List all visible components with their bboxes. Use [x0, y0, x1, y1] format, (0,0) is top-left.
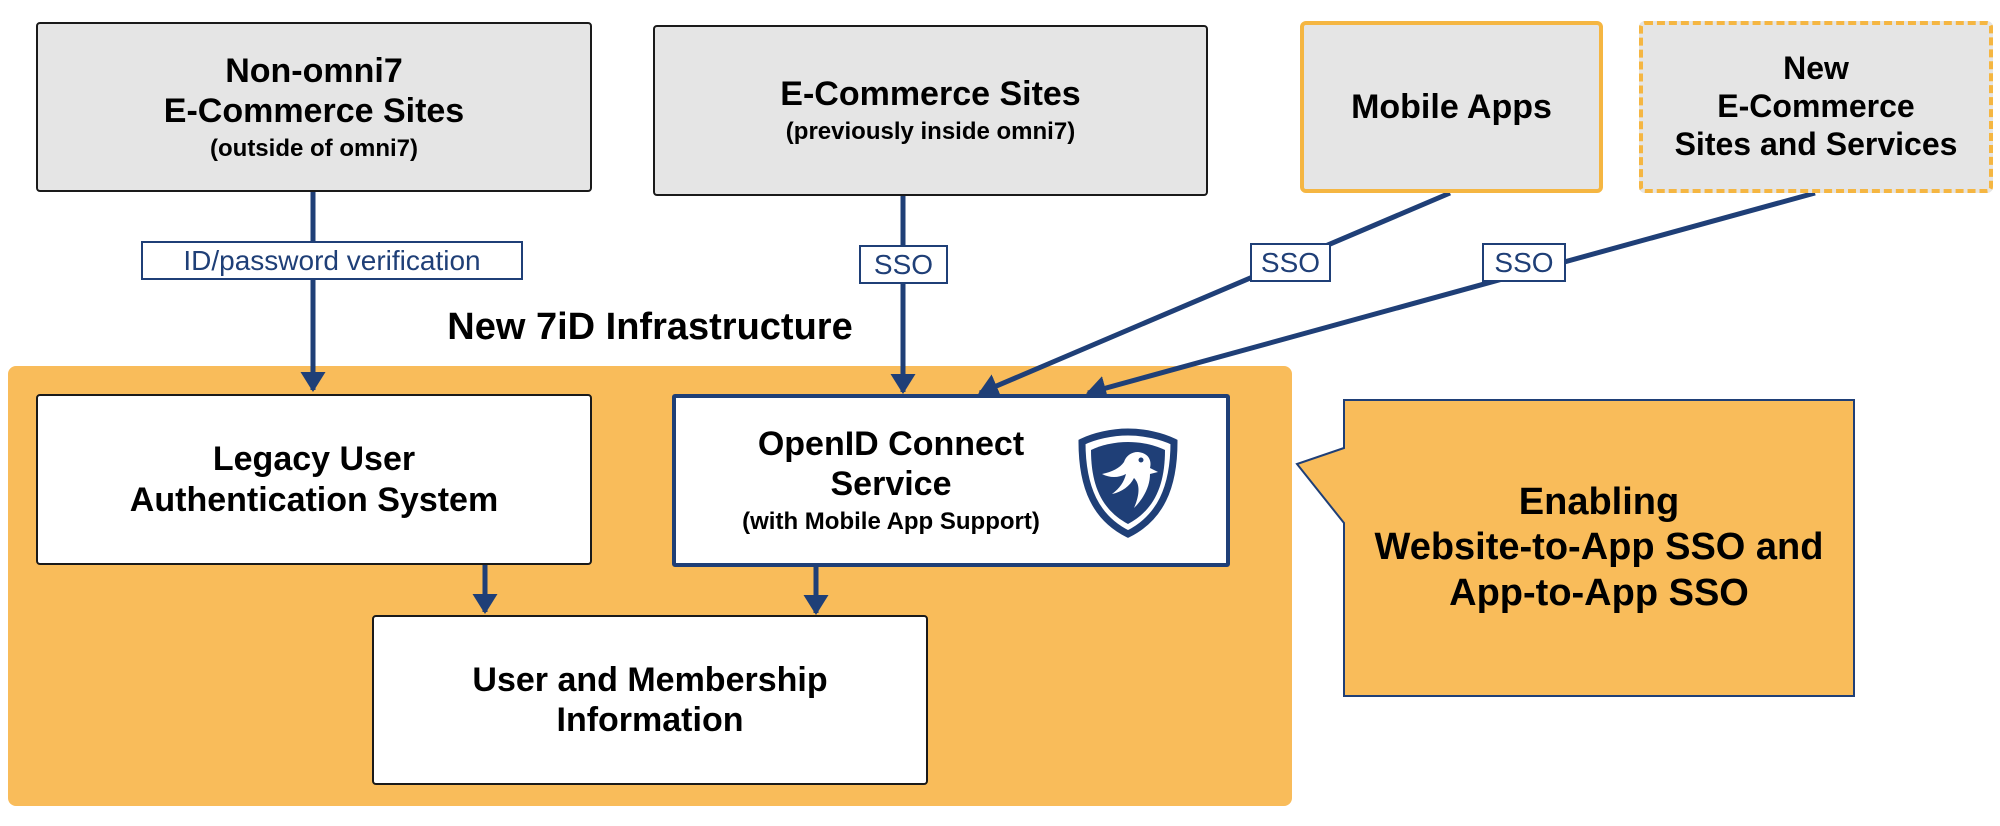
- node-ecommerce-line1: E-Commerce Sites: [780, 75, 1081, 114]
- node-legacy-line2: Authentication System: [129, 480, 499, 519]
- edge-sso-new: [1086, 190, 1816, 401]
- edge-label-id-password: ID/password verification: [141, 241, 523, 280]
- edge-label-sso-mobile: SSO: [1250, 243, 1331, 282]
- node-user-membership: User and Membership Information: [372, 615, 928, 785]
- node-openid-connect: OpenID Connect Service (with Mobile App …: [672, 394, 1230, 567]
- node-openid-text: OpenID Connect Service (with Mobile App …: [676, 398, 1106, 563]
- edge-sso-mobile: [978, 190, 1451, 398]
- edge-label-sso-ecommerce: SSO: [859, 245, 948, 284]
- node-openid-sub: (with Mobile App Support): [742, 508, 1040, 536]
- node-legacy-auth: Legacy User Authentication System: [36, 394, 592, 565]
- node-non-omni7-line1: Non-omni7: [225, 51, 403, 90]
- node-non-omni7-line2: E-Commerce Sites: [163, 91, 465, 130]
- node-openid-line2: Service: [830, 465, 952, 504]
- node-new-sites: New E-Commerce Sites and Services: [1639, 21, 1993, 193]
- callout-text: Enabling Website-to-App SSO and App-to-A…: [1346, 402, 1852, 694]
- node-openid-line1: OpenID Connect: [757, 425, 1025, 464]
- callout-line-1: Enabling: [1518, 480, 1680, 523]
- node-new-sites-line3: Sites and Services: [1674, 125, 1958, 162]
- node-ecommerce-sub: (previously inside omni7): [785, 118, 1076, 146]
- node-membership-line1: User and Membership: [472, 660, 828, 699]
- edge-label-sso-new: SSO: [1482, 243, 1566, 282]
- node-non-omni7-sub: (outside of omni7): [210, 134, 418, 162]
- eagle-shield-icon: [1078, 428, 1178, 538]
- node-non-omni7-sites: Non-omni7 E-Commerce Sites (outside of o…: [36, 22, 592, 192]
- node-new-sites-line1: New: [1783, 50, 1849, 87]
- node-mobile-apps: Mobile Apps: [1300, 21, 1603, 193]
- node-membership-line2: Information: [556, 701, 744, 739]
- infrastructure-label: New 7iD Infrastructure: [447, 306, 853, 348]
- node-legacy-line1: Legacy User: [212, 440, 416, 479]
- callout-line-2: Website-to-App SSO and: [1374, 526, 1824, 569]
- node-ecommerce-sites: E-Commerce Sites (previously inside omni…: [653, 25, 1208, 196]
- node-mobile-apps-line1: Mobile Apps: [1351, 87, 1552, 126]
- callout-line-3: App-to-App SSO: [1449, 571, 1749, 614]
- node-new-sites-line2: E-Commerce: [1717, 88, 1915, 125]
